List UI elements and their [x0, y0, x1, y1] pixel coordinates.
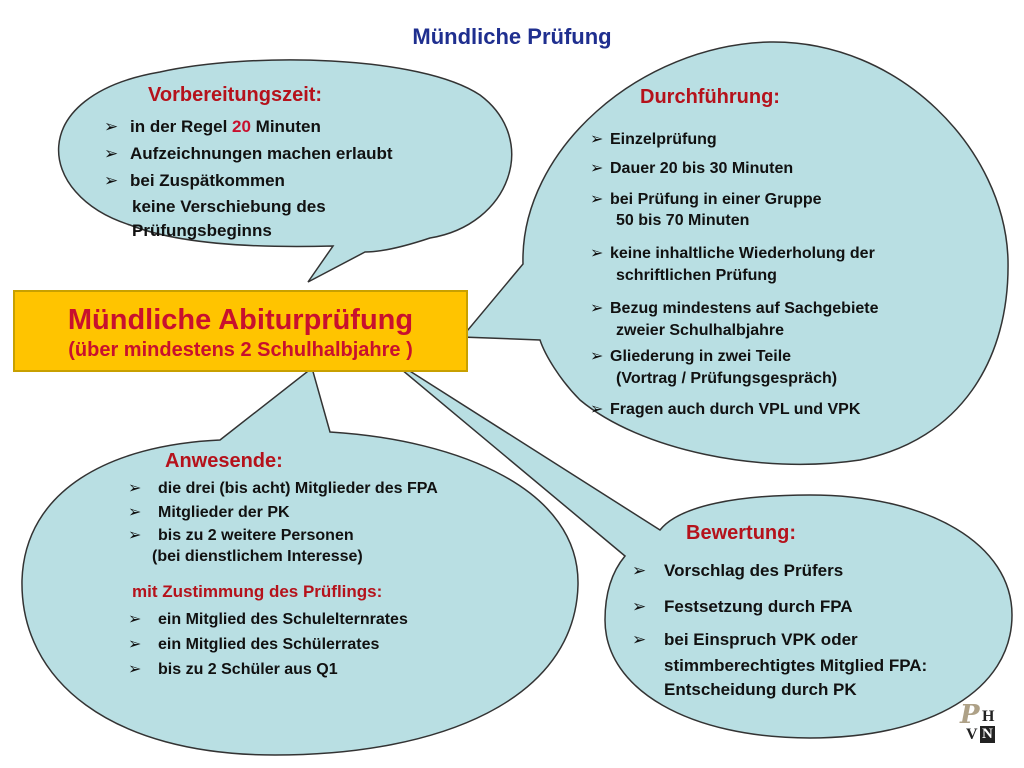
durchfuehrung-item-6-cont: (Vortrag / Prüfungsgespräch): [616, 370, 838, 387]
arrow-bullet-icon: ➢: [128, 480, 142, 497]
bubble-durchfuehrung: [460, 41, 1009, 465]
vorbereitung-heading: Vorbereitungszeit:: [148, 84, 323, 106]
arrow-bullet-icon: ➢: [590, 300, 604, 317]
center-title-box: Mündliche Abiturprüfung (über mindestens…: [13, 290, 468, 372]
bubble-anwesende: [21, 366, 579, 756]
arrow-bullet-icon: ➢: [590, 245, 604, 262]
arrow-bullet-icon: ➢: [128, 527, 142, 544]
durchfuehrung-item-6: ➢Gliederung in zwei Teile: [590, 348, 792, 365]
arrow-bullet-icon: ➢: [632, 630, 647, 649]
vorbereitung-item-3: ➢bei Zuspätkommen: [104, 171, 285, 190]
bewertung-item-1: ➢Vorschlag des Prüfers: [632, 561, 844, 580]
arrow-bullet-icon: ➢: [104, 171, 119, 190]
bewertung-item-2: ➢Festsetzung durch FPA: [632, 597, 853, 616]
bewertung-item-3-cont-2: Entscheidung durch PK: [664, 680, 857, 699]
durchfuehrung-heading: Durchführung:: [640, 86, 780, 108]
arrow-bullet-icon: ➢: [104, 144, 119, 163]
bewertung-item-3-cont-1: stimmberechtigtes Mitglied FPA:: [664, 656, 928, 675]
durchfuehrung-item-5-cont: zweier Schulhalbjahre: [616, 322, 785, 339]
durchfuehrung-item-4-cont: schriftlichen Prüfung: [616, 267, 777, 284]
bewertung-item-3: ➢bei Einspruch VPK oder: [632, 630, 858, 649]
anwesende-subheading: mit Zustimmung des Prüflings:: [132, 582, 383, 601]
bubble-bewertung: [382, 353, 1013, 739]
anwesende-sub-item-1: ➢ein Mitglied des Schulelternrates: [128, 611, 408, 628]
bewertung-heading: Bewertung:: [686, 522, 796, 544]
arrow-bullet-icon: ➢: [128, 504, 142, 521]
center-subtitle: (über mindestens 2 Schulhalbjahre ): [68, 339, 413, 361]
arrow-bullet-icon: ➢: [590, 348, 604, 365]
arrow-bullet-icon: ➢: [590, 401, 604, 418]
anwesende-sub-item-3: ➢bis zu 2 Schüler aus Q1: [128, 661, 338, 678]
durchfuehrung-item-5: ➢Bezug mindestens auf Sachgebiete: [590, 300, 879, 317]
anwesende-item-2: ➢Mitglieder der PK: [128, 504, 290, 521]
arrow-bullet-icon: ➢: [128, 611, 142, 628]
arrow-bullet-icon: ➢: [128, 661, 142, 678]
durchfuehrung-item-3: ➢bei Prüfung in einer Gruppe: [590, 191, 822, 208]
phvn-logo: P H V N: [960, 700, 995, 743]
arrow-bullet-icon: ➢: [590, 191, 604, 208]
durchfuehrung-item-7: ➢Fragen auch durch VPL und VPK: [590, 401, 861, 418]
durchfuehrung-item-4: ➢keine inhaltliche Wiederholung der: [590, 245, 875, 262]
vorbereitung-item-3-cont-1: keine Verschiebung des: [132, 197, 326, 216]
bubble-vorbereitung: [57, 59, 513, 283]
vorbereitung-item-1: ➢in der Regel 20 Minuten: [104, 117, 321, 136]
arrow-bullet-icon: ➢: [128, 636, 142, 653]
page-title: Mündliche Prüfung: [412, 24, 612, 49]
arrow-bullet-icon: ➢: [590, 131, 604, 148]
center-title: Mündliche Abiturprüfung: [67, 304, 414, 336]
anwesende-item-3: ➢bis zu 2 weitere Personen: [128, 527, 354, 544]
arrow-bullet-icon: ➢: [104, 117, 119, 136]
anwesende-item-1: ➢die drei (bis acht) Mitglieder des FPA: [128, 480, 438, 497]
durchfuehrung-item-3-cont: 50 bis 70 Minuten: [616, 212, 750, 229]
durchfuehrung-item-2: ➢Dauer 20 bis 30 Minuten: [590, 160, 794, 177]
arrow-bullet-icon: ➢: [590, 160, 604, 177]
anwesende-sub-item-2: ➢ein Mitglied des Schülerrates: [128, 636, 380, 653]
arrow-bullet-icon: ➢: [632, 597, 647, 616]
anwesende-heading: Anwesende:: [165, 450, 283, 472]
vorbereitung-item-2: ➢Aufzeichnungen machen erlaubt: [104, 144, 393, 163]
vorbereitung-item-3-cont-2: Prüfungsbeginns: [132, 221, 272, 240]
anwesende-item-3-cont: (bei dienstlichem Interesse): [152, 548, 363, 565]
arrow-bullet-icon: ➢: [632, 561, 647, 580]
durchfuehrung-item-1: ➢Einzelprüfung: [590, 131, 717, 148]
